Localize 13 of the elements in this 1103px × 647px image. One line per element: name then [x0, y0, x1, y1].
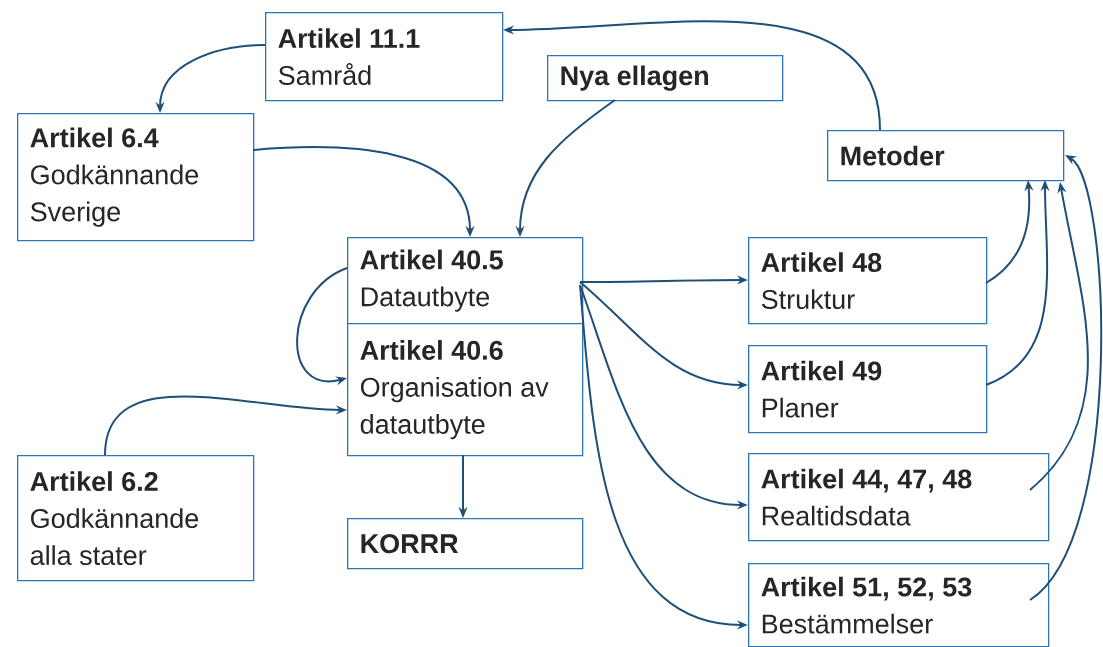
article-box: Artikel 11.1 Samråd	[265, 12, 504, 102]
article-box: Artikel 51, 52, 53 Bestämmelser	[748, 563, 1050, 647]
article-box: Artikel 6.2 Godkännande alla stater	[17, 455, 255, 582]
arrow	[1029, 155, 1102, 601]
article-box: Artikel 48 Struktur	[748, 237, 988, 325]
article-box: Metoder	[827, 130, 1065, 182]
article-box: Artikel 49 Planer	[748, 345, 988, 434]
article-box: Artikel 6.4 Godkännande Sverige	[17, 113, 255, 242]
article-box: Artikel 44, 47, 48 Realtidsdata	[748, 453, 1050, 542]
article-box: Artikel 40.5 Datautbyte	[347, 237, 584, 325]
article-box: KORRR	[347, 518, 584, 570]
article-box: Nya ellagen	[547, 55, 784, 102]
article-box: Artikel 40.6 Organisation av datautbyte	[347, 323, 584, 457]
